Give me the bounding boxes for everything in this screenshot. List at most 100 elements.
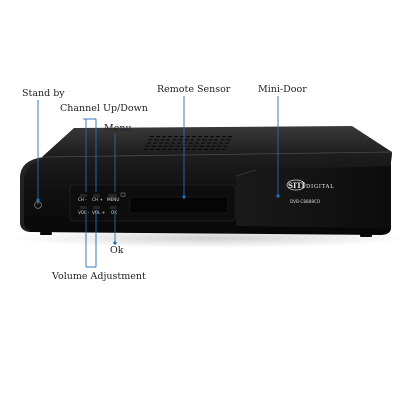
vent-slot [204,136,208,138]
logo-word: DIGITAL [306,184,334,190]
card-icon [120,192,126,197]
vent-slot [192,148,196,150]
vent-slot [159,142,163,144]
menu-button[interactable] [108,194,117,197]
vent-slot [220,139,225,141]
vent-slot [193,145,198,147]
vent-slot [178,139,183,141]
vent-slot [150,148,154,150]
vent-slot [145,145,150,147]
vent-slot [223,145,228,147]
label-ch-minus: CH - [78,197,87,202]
vent-slot [150,136,154,138]
vent-slot [154,139,159,141]
vent-slot [181,145,186,147]
vent-slot [171,142,175,144]
vent-slot [205,145,210,147]
vent-slot [156,136,160,138]
vent-slot [225,142,229,144]
leader-ok-dot [113,241,117,245]
vent-slot [180,148,184,150]
ch-down-button[interactable] [80,194,87,197]
vent-grille [144,136,232,150]
vent-slot [190,139,195,141]
model-number: DVB-C8888CO [290,199,321,204]
vent-slot [156,148,160,150]
callout-leaders [36,96,280,268]
vent-slot [186,148,190,150]
vent-slot [174,148,178,150]
vent-slot [175,145,180,147]
vent-slot [216,136,220,138]
vent-slot [192,136,196,138]
vent-slot [151,145,156,147]
vent-slot [189,142,193,144]
vol-up-button[interactable] [93,206,100,209]
vent-slot [217,145,222,147]
vent-slot [201,142,205,144]
vent-slot [202,139,207,141]
vent-slot [195,142,199,144]
label-ch-plus: CH + [92,197,103,202]
ch-up-button[interactable] [93,194,100,197]
foot-right [360,234,372,237]
vent-slot [160,139,165,141]
leader-mini-door-dot [276,194,280,198]
vent-slot [162,136,166,138]
vent-slot [165,142,169,144]
vent-slot [210,148,214,150]
leader-remote-sensor-dot [182,195,186,199]
leader-standby-dot [36,198,40,202]
callout-mini-door: Mini-Door [258,84,307,95]
vent-slot [168,148,172,150]
vent-slot [157,145,162,147]
vent-slot [219,142,223,144]
vent-slot [222,136,226,138]
vent-slot [210,136,214,138]
vent-slot [213,142,217,144]
callout-channel: Channel Up/Down [60,103,148,114]
vent-slot [226,139,231,141]
vol-down-button[interactable] [80,206,87,209]
vent-slot [222,148,226,150]
vent-slot [148,139,153,141]
front-bevel [43,151,393,158]
vent-slot [144,148,148,150]
callout-ok: Ok [110,245,124,256]
vent-slot [153,142,157,144]
label-vol-plus: VOL + [92,210,106,215]
vent-slot [198,148,202,150]
vent-slot [208,139,213,141]
callout-remote-sensor: Remote Sensor [157,84,231,95]
vent-slot [184,139,189,141]
logo-mark: SITI [288,181,305,190]
vent-slot [163,145,168,147]
vent-slot [168,136,172,138]
vent-slot [183,142,187,144]
vent-slot [198,136,202,138]
vent-slot [162,148,166,150]
vent-slot [216,148,220,150]
box-side-shade [20,157,44,232]
callout-menu: Menu [104,123,132,134]
vent-slot [186,136,190,138]
box-top [42,126,392,157]
vent-slot [187,145,192,147]
mini-door-edge [235,169,257,177]
vent-slot [196,139,201,141]
label-vol-minus: VOL - [78,210,90,215]
vent-slot [228,136,232,138]
callout-volume: Volume Adjustment [52,271,146,282]
label-menu: MENU [107,197,119,202]
vent-slot [166,139,171,141]
vent-slot [211,145,216,147]
vent-slot [169,145,174,147]
callout-standby: Stand by [22,88,65,99]
logo-swoosh-icon [286,179,306,191]
label-ok: OK [111,210,117,215]
ok-button[interactable] [110,206,117,209]
mini-door-panel [236,166,391,228]
vent-slot [177,142,181,144]
